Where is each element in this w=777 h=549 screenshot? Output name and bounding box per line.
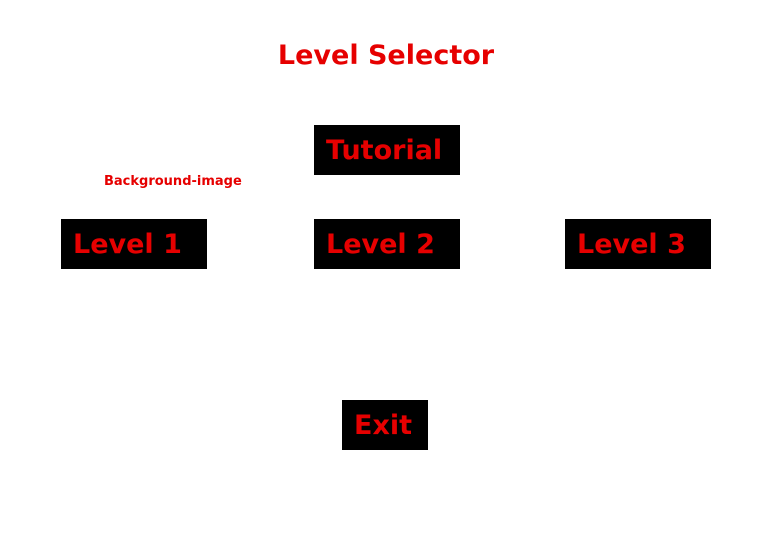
page-title: Level Selector [277,40,495,71]
level-3-button[interactable]: Level 3 [565,219,711,269]
exit-button[interactable]: Exit [342,400,428,450]
background-image-placeholder-label: Background-image [104,174,242,189]
level-2-button[interactable]: Level 2 [314,219,460,269]
tutorial-button[interactable]: Tutorial [314,125,460,175]
level-1-button[interactable]: Level 1 [61,219,207,269]
